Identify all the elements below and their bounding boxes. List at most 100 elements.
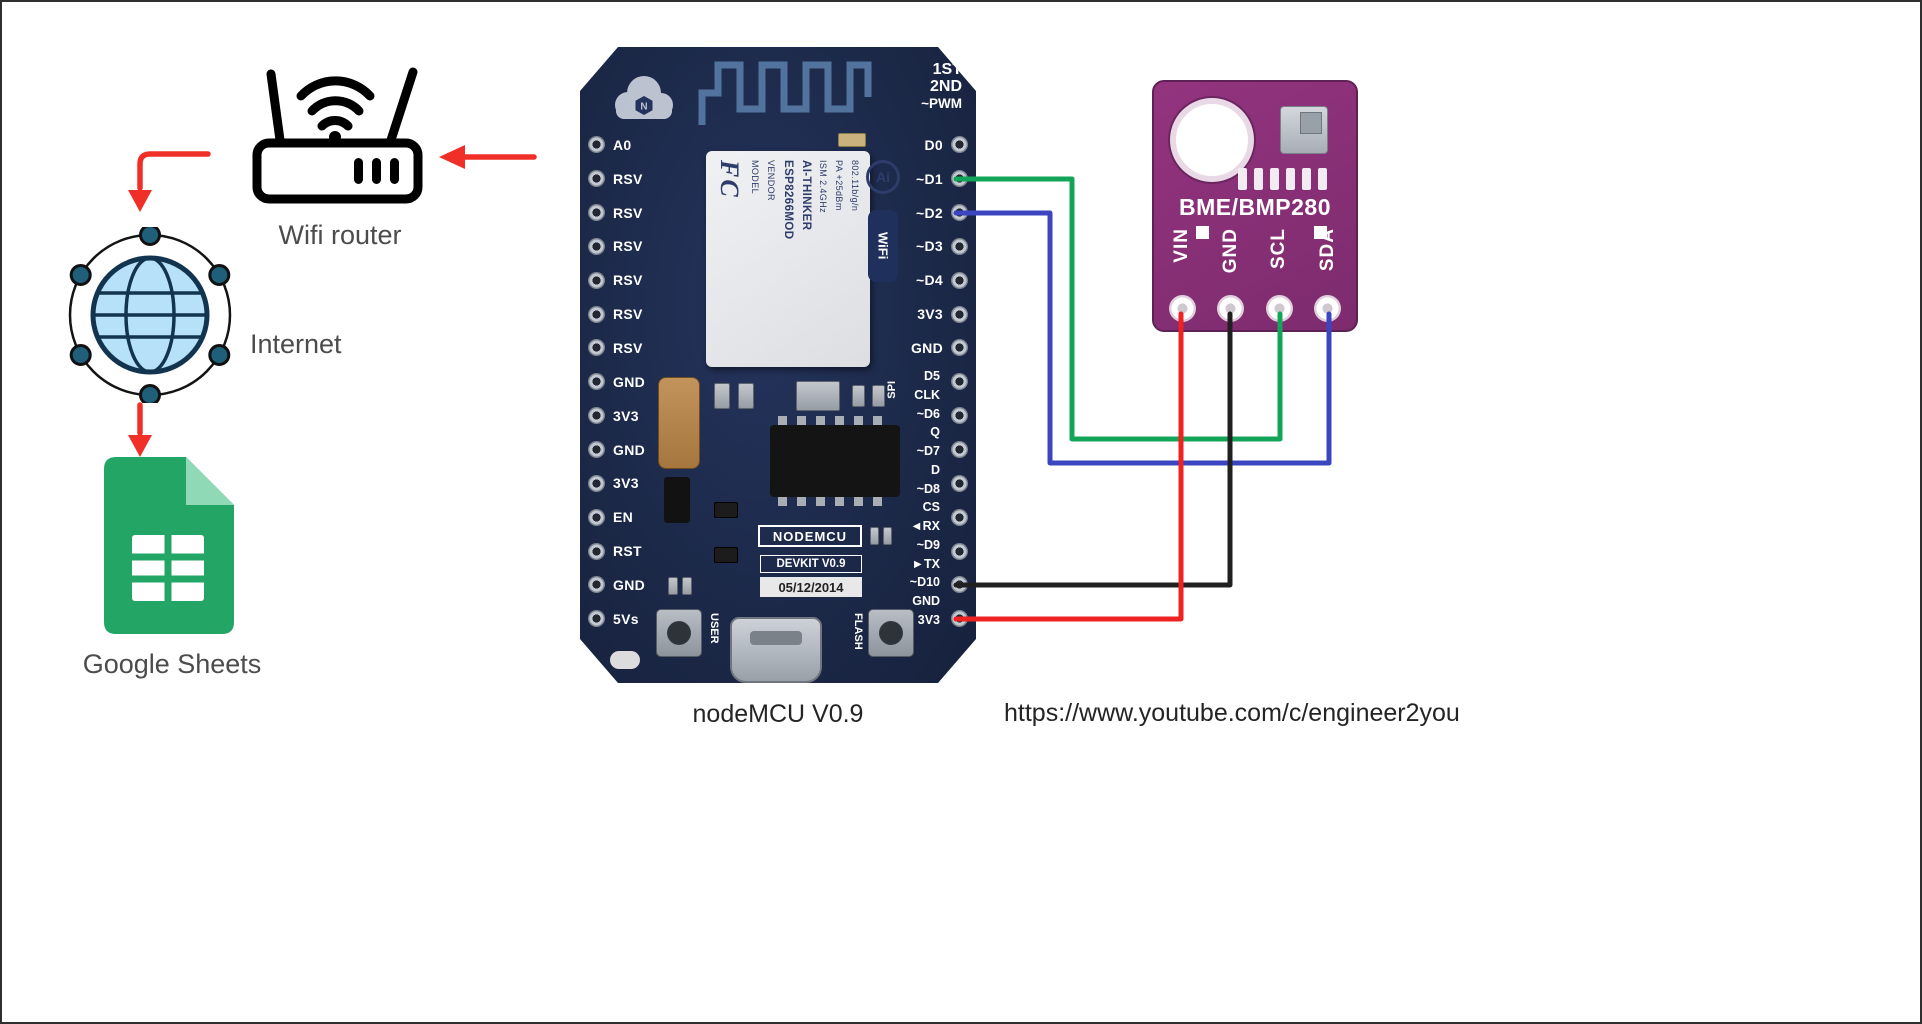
label-1st: 1ST: [932, 61, 962, 78]
pin-hole: [951, 610, 968, 628]
pin-hole: [951, 474, 968, 492]
right-pin-header-upper: D0 ~D1 ~D2 ~D3 ~D4 3V3: [911, 128, 968, 365]
module-silkscreen-line: 802.11b/g/n: [850, 160, 860, 212]
pin-label: RSV: [613, 238, 643, 255]
user-button-label: USER: [708, 613, 720, 644]
nodemcu-caption: nodeMCU V0.9: [692, 700, 864, 728]
pin-label: GND: [912, 594, 940, 609]
pin-row: A0: [588, 128, 645, 162]
pin-row: RSV: [588, 297, 645, 331]
pin-row: ~D4: [911, 263, 968, 297]
pin-hole: [588, 339, 605, 357]
module-silkscreen-line: AI-THINKER: [800, 160, 812, 231]
wifi-logo-badge: WiFi: [868, 210, 898, 282]
pin-label: D: [930, 462, 940, 477]
pin-label: RST: [613, 543, 642, 560]
sensor-pin-label: SCL: [1268, 228, 1290, 269]
sensor-pin-hole: [1265, 295, 1293, 322]
pin-label: 5Vs: [613, 610, 639, 627]
smd-component: [870, 527, 879, 545]
module-silkscreen-line: PA +25dBm: [834, 160, 844, 211]
pin-hole: [951, 542, 968, 560]
smd-component: [738, 383, 754, 409]
top-pin-group-labels: 1ST 2ND ~PWM: [921, 61, 962, 112]
pin-label: 3V3: [613, 407, 639, 424]
pin-hole: [588, 576, 605, 594]
pin-row: RSV: [588, 263, 645, 297]
fcc-mark: FC: [715, 160, 744, 199]
cloud-logo-letter: N: [640, 102, 647, 113]
google-sheets-label: Google Sheets: [82, 649, 262, 679]
pin-row: RSV: [588, 331, 645, 365]
pin-hole: [588, 373, 605, 391]
pin-hole: [951, 170, 968, 188]
smd-component: [872, 385, 885, 407]
sensor-pin-label: GND: [1219, 228, 1241, 274]
ai-thinker-logo: Ai: [866, 160, 900, 194]
pin-hole: [588, 136, 605, 154]
pin-hole: [588, 305, 605, 323]
module-silkscreen-line: ESP8266MOD: [782, 160, 794, 240]
pin-label: RSV: [613, 170, 643, 187]
bme280-sensor-board: BME/BMP280 VIN GND SCL SDA: [1152, 80, 1358, 332]
pin-label: CS: [922, 500, 940, 515]
spi-bus-label: SPI: [886, 381, 898, 399]
pin-hole: [951, 136, 968, 154]
pin-label: GND: [613, 576, 646, 593]
sensor-pin-hole: [1168, 295, 1196, 322]
pin-row: GND: [588, 433, 645, 467]
nodemcu-cloud-logo-icon: N: [615, 76, 673, 119]
sensor-pin: GND: [1207, 228, 1255, 322]
pin-label: GND: [613, 441, 646, 458]
youtube-url: https://www.youtube.com/c/engineer2you: [1004, 699, 1460, 727]
pin-label: Q: [930, 425, 940, 440]
pin-label: RSV: [613, 272, 643, 289]
pin-label: ~D6: [916, 406, 940, 421]
pin-hole: [588, 474, 605, 492]
pin-label: D0: [924, 136, 943, 153]
pin-hole: [951, 271, 968, 289]
wire-gnd-to-gnd: [953, 311, 1233, 588]
module-silkscreen-line: ISM 2.4GHz: [818, 160, 828, 214]
pin-row: RST: [588, 534, 645, 568]
pin-label: CLK: [914, 387, 940, 402]
smd-component: [883, 527, 892, 545]
sensor-pin-hole: [1314, 295, 1342, 322]
pin-row: D0: [911, 128, 968, 162]
pin-hole: [588, 508, 605, 526]
sensor-pin: VIN: [1158, 228, 1206, 322]
micro-usb-connector: [730, 617, 822, 683]
pin-hole: [951, 407, 968, 425]
pin-row: GND: [588, 568, 645, 602]
pin-row: GND: [588, 365, 645, 399]
sensor-pin: SDA: [1304, 228, 1352, 322]
arrowhead-router-to-internet: [128, 190, 152, 212]
capacitor-component: [658, 377, 700, 469]
pin-label: GND: [910, 339, 943, 356]
module-silkscreen-line: MODEL: [750, 160, 760, 195]
smd-component: [838, 133, 866, 147]
pin-hole: [588, 441, 605, 459]
smd-component: [682, 577, 692, 595]
pin-row: 3V3: [911, 297, 968, 331]
pin-hole: [951, 237, 968, 255]
pin-hole: [951, 204, 968, 222]
pin-row: EN: [588, 500, 645, 534]
flash-button-cap: [879, 621, 903, 645]
internet-label: Internet: [250, 329, 342, 359]
pin-label: 3V3: [613, 475, 639, 492]
solder-pads: [1238, 168, 1327, 190]
pin-hole: [951, 576, 968, 594]
pin-row: GND: [911, 331, 968, 365]
google-sheets-icon: [104, 457, 234, 634]
pin-hole: [588, 237, 605, 255]
internet-globe-icon: [68, 227, 232, 403]
pin-label: ►TX: [911, 556, 940, 571]
pin-row: ~D2: [911, 196, 968, 230]
transistor-component: [714, 547, 738, 563]
wifi-router-label: Wifi router: [278, 220, 402, 250]
pin-hole: [951, 373, 968, 391]
pin-label: ~D9: [916, 537, 940, 552]
pin-label: ~D3: [916, 238, 943, 255]
